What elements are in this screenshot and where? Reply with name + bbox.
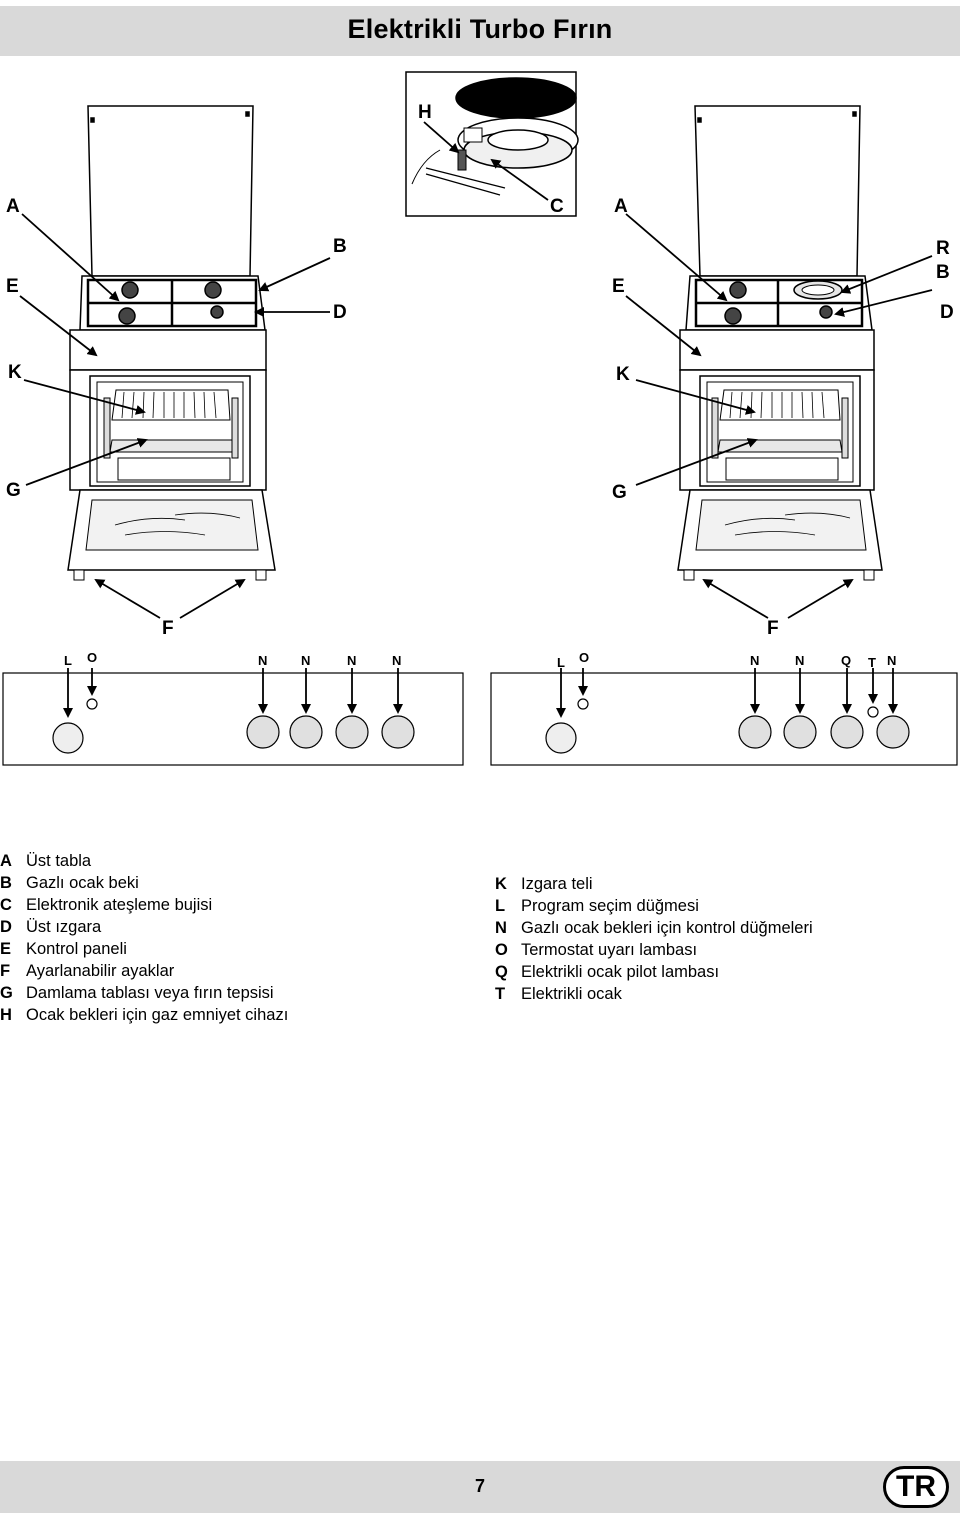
panel-label-l-right: L (557, 655, 565, 670)
legend-key: O (495, 941, 508, 959)
legend-key: B (0, 874, 12, 892)
callout-k-left: K (8, 362, 22, 383)
right-control-panel (490, 672, 958, 766)
legend-text: Gazlı ocak beki (26, 874, 139, 892)
callout-g-left: G (6, 480, 21, 501)
legend-key: G (0, 984, 13, 1002)
legend-key: K (495, 875, 507, 893)
panel-label-n3-left: N (347, 653, 356, 668)
legend-key: N (495, 919, 507, 937)
burner-detail (405, 71, 579, 217)
legend-text: Kontrol paneli (26, 940, 127, 958)
callout-e-left: E (6, 276, 19, 297)
callout-a-right: A (614, 196, 628, 217)
callout-d-right: D (940, 302, 954, 323)
panel-label-n3-right: N (887, 653, 896, 668)
callout-e-right: E (612, 276, 625, 297)
legend-item: F Ayarlanabilir ayaklar (0, 960, 288, 982)
legend-key: D (0, 918, 12, 936)
legend-key: Q (495, 963, 508, 981)
legend-item: Q Elektrikli ocak pilot lambası (495, 961, 813, 983)
legend-text: Üst ızgara (26, 918, 102, 936)
callout-r: R (936, 238, 950, 259)
legend-item: L Program seçim düğmesi (495, 895, 813, 917)
callout-g-right: G (612, 482, 627, 503)
legend-item: N Gazlı ocak bekleri için kontrol düğmele… (495, 917, 813, 939)
panel-label-n4-left: N (392, 653, 401, 668)
legend-text: Ayarlanabilir ayaklar (26, 962, 175, 980)
callout-c: C (550, 196, 564, 217)
legend-item: K Izgara teli (495, 873, 813, 895)
callout-b-left: B (333, 236, 347, 257)
page-title: Elektrikli Turbo Fırın (347, 14, 613, 44)
legend-key: H (0, 1006, 12, 1024)
callout-f-right: F (767, 618, 779, 639)
callout-letters: A B E D K G F H C A R B E D K G F L O N … (6, 102, 954, 670)
legend-key: A (0, 852, 12, 870)
callout-b-right: B (936, 262, 950, 283)
legend-item: H Ocak bekleri için gaz emniyet cihazı (0, 1004, 288, 1026)
callout-arrows (19, 121, 933, 718)
panel-label-o-right: O (579, 650, 589, 665)
panel-label-q: Q (841, 653, 851, 668)
panel-label-l-left: L (64, 653, 72, 668)
right-stove (677, 105, 883, 581)
legend-item: D Üst ızgara (0, 916, 288, 938)
language-badge: TR (883, 1466, 949, 1508)
page-number: 7 (474, 1476, 485, 1496)
left-stove (67, 105, 276, 581)
panel-label-n1-right: N (750, 653, 759, 668)
legend-left-column: A Üst tabla B Gazlı ocak beki C Elektronik … (0, 850, 288, 1026)
legend-item: T Elektrikli ocak (495, 983, 813, 1005)
legend-right-column: K Izgara teli L Program seçim düğmesi N Gaz… (495, 873, 813, 1005)
header-bar (0, 6, 960, 56)
legend-item: B Gazlı ocak beki (0, 872, 288, 894)
left-control-panel (2, 672, 464, 766)
callout-h: H (418, 102, 432, 123)
cooker-diagram: A B E D K G F H C A R B E D K G F L O N … (0, 60, 960, 780)
legend-text: Program seçim düğmesi (521, 897, 699, 915)
legend-item: E Kontrol paneli (0, 938, 288, 960)
panel-label-n1-left: N (258, 653, 267, 668)
legend-key: L (495, 897, 506, 915)
legend-text: Gazlı ocak bekleri için kontrol düğmeler… (521, 919, 813, 937)
legend-key: F (0, 962, 11, 980)
panel-label-t: T (868, 655, 876, 670)
legend-text: Ocak bekleri için gaz emniyet cihazı (26, 1006, 289, 1024)
legend-text: Izgara teli (521, 875, 593, 893)
legend-text: Elektronik ateşleme bujisi (26, 896, 213, 914)
legend-text: Elektrikli ocak (521, 985, 622, 1003)
callout-k-right: K (616, 364, 630, 385)
footer-bar (0, 1461, 960, 1513)
legend-text: Damlama tablası veya fırın tepsisi (26, 984, 274, 1002)
legend-key: E (0, 940, 12, 958)
legend-item: C Elektronik ateşleme bujisi (0, 894, 288, 916)
legend-text: Üst tabla (26, 852, 92, 870)
callout-d-left: D (333, 302, 347, 323)
callout-a-left: A (6, 196, 20, 217)
panel-label-o-left: O (87, 650, 97, 665)
panel-label-n2-right: N (795, 653, 804, 668)
legend-item: G Damlama tablası veya fırın tepsisi (0, 982, 288, 1004)
legend-key: T (495, 985, 506, 1003)
legend-item: O Termostat uyarı lambası (495, 939, 813, 961)
panel-label-n2-left: N (301, 653, 310, 668)
legend-item: A Üst tabla (0, 850, 288, 872)
legend-text: Termostat uyarı lambası (521, 941, 698, 959)
callout-f-left: F (162, 618, 174, 639)
legend-text: Elektrikli ocak pilot lambası (521, 963, 720, 981)
legend-key: C (0, 896, 12, 914)
